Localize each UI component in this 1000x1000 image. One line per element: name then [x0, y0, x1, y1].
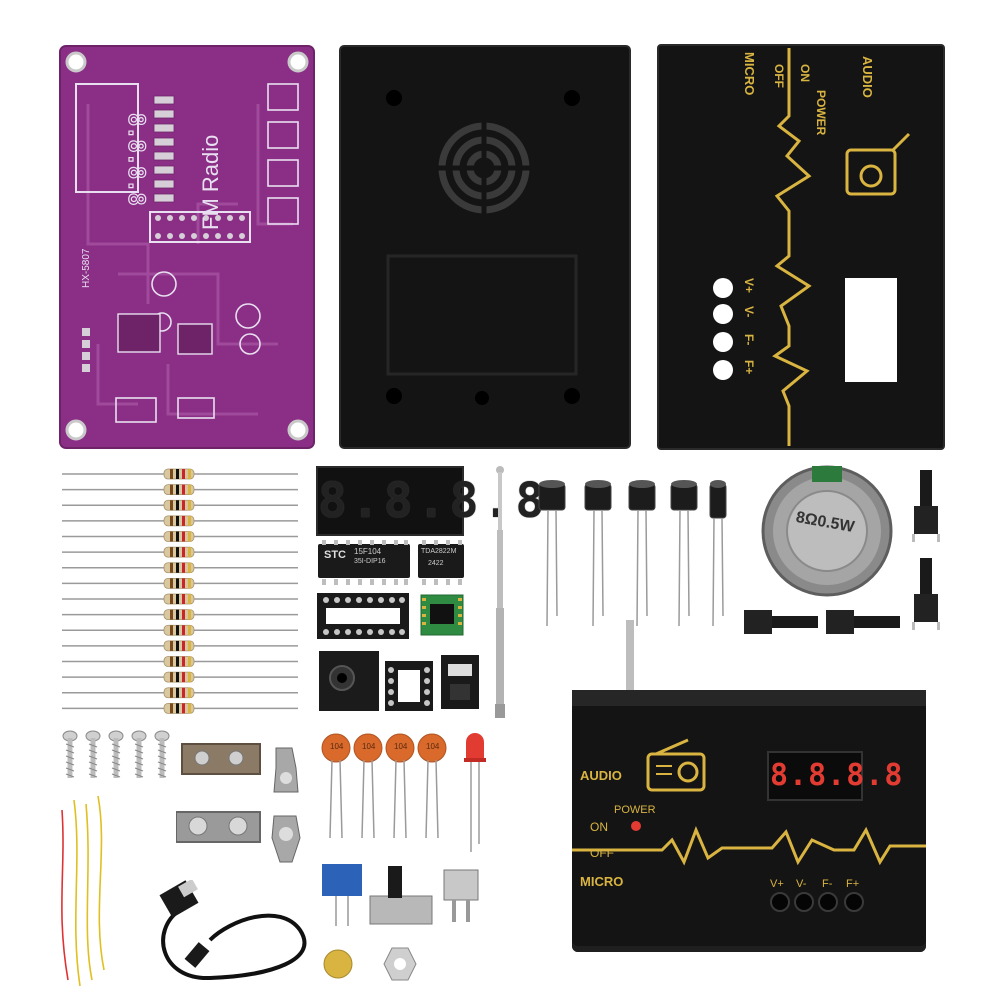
resistor	[62, 468, 298, 480]
assembled-label-off: OFF	[590, 846, 614, 860]
ic-pins	[322, 540, 462, 585]
resistor	[62, 562, 298, 574]
resistor	[62, 640, 298, 652]
svg-text:V-: V-	[742, 306, 756, 317]
resistor	[62, 624, 298, 636]
amp-chip: TDA2822M 2422	[418, 544, 464, 578]
radio-icon	[845, 132, 911, 196]
svg-text:POWER: POWER	[814, 90, 828, 136]
svg-text:V+: V+	[742, 278, 756, 293]
svg-text:F+: F+	[742, 360, 756, 374]
screw	[108, 730, 124, 778]
resistor	[62, 484, 298, 496]
assembled-label-f-plus: F+	[846, 878, 860, 890]
resistor	[62, 577, 298, 589]
amp-chip-line2: 2422	[428, 560, 444, 567]
electrolytic-capacitor	[584, 480, 612, 627]
battery-contacts	[176, 743, 301, 863]
front-label-micro: MICRO	[737, 50, 767, 120]
screw	[85, 730, 101, 778]
electrolytic-capacitors	[538, 480, 727, 627]
front-label-off: OFF	[767, 62, 797, 102]
led-display-module: 8.8.8.8	[316, 466, 549, 536]
telescopic-antenna	[495, 466, 505, 718]
assembled-label-on: ON	[590, 820, 608, 834]
fm-module	[420, 594, 464, 636]
ic-socket	[317, 593, 409, 639]
ceramic-capacitors	[321, 733, 447, 839]
assembled-label-f-minus: F-	[822, 878, 833, 890]
svg-text:AUDIO: AUDIO	[860, 56, 875, 98]
button-holes	[713, 278, 733, 380]
ic-socket-8pin	[385, 661, 433, 711]
resistor	[62, 531, 298, 542]
pcb-board: 8.8.8.8	[59, 45, 315, 449]
resistor	[62, 546, 298, 558]
electrolytic-capacitor	[709, 480, 727, 627]
svg-text:F-: F-	[742, 334, 756, 345]
front-label-audio: AUDIO	[855, 54, 885, 114]
front-label-power: POWER	[809, 88, 839, 158]
svg-text:ON: ON	[798, 64, 812, 82]
resistor-set	[62, 468, 298, 714]
resistor	[62, 609, 298, 621]
mcu-chip: STC 15F104 35I-DIP16	[318, 544, 410, 578]
amp-chip-line1: TDA2822M	[421, 548, 457, 555]
speaker	[761, 465, 893, 597]
display-window	[845, 278, 897, 382]
assembled-label-v-plus: V+	[770, 878, 784, 890]
assembled-label-audio: AUDIO	[580, 768, 622, 783]
svg-text:MICRO: MICRO	[742, 52, 757, 95]
tact-switches-vertical	[912, 470, 940, 630]
assembled-display-digits: 8.8.8.8	[770, 758, 904, 793]
power-led	[631, 821, 641, 831]
screw	[131, 730, 147, 778]
pcb-model: HX-5807	[75, 200, 95, 290]
front-label-buttons: V+ V- F- F+	[739, 278, 763, 388]
svg-text:FM Radio: FM Radio	[198, 135, 223, 230]
electrolytic-capacitor	[628, 480, 656, 627]
resistor	[62, 515, 298, 527]
usb-cable	[159, 880, 307, 981]
heartbeat-line	[772, 48, 812, 446]
electrolytic-capacitor	[670, 480, 698, 627]
assembled-label-micro: MICRO	[580, 874, 624, 889]
resistor	[62, 671, 298, 683]
usb-socket	[441, 655, 479, 709]
mcu-chip-line1: 15F104	[354, 547, 382, 556]
svg-text:8.8.8.8: 8.8.8.8	[123, 113, 148, 206]
assembled-radio: 8.8.8.8 AUDIO POWER ON OFF MICRO V+ V- F…	[572, 690, 926, 952]
screw	[154, 730, 170, 778]
screws	[62, 730, 170, 778]
audio-jack	[319, 651, 379, 711]
case-front-panel: AUDIO POWER ON OFF MICRO V+ V- F- F+	[657, 44, 945, 450]
front-label-on: ON	[793, 62, 823, 102]
assembled-label-v-minus: V-	[796, 878, 807, 890]
led-display-digits: 8.8.8.8	[318, 473, 549, 529]
red-led	[464, 733, 486, 852]
assembled-label-power: POWER	[614, 804, 656, 816]
case-back-panel	[339, 45, 631, 449]
resistor	[62, 687, 298, 699]
tact-switches-horizontal	[744, 610, 900, 634]
assembled-heartbeat-line	[572, 825, 926, 866]
pcb-display-outline	[75, 83, 139, 193]
electrolytic-capacitor	[538, 480, 566, 627]
resistor	[62, 702, 298, 714]
svg-text:OFF: OFF	[772, 64, 786, 88]
resistor	[62, 593, 298, 605]
assembled-radio-icon	[646, 738, 706, 792]
assembled-antenna	[626, 620, 634, 710]
jumper-wires	[61, 795, 105, 987]
svg-text:HX-5807: HX-5807	[81, 248, 92, 288]
pcb-title: FM Radio	[190, 112, 230, 232]
mcu-chip-line2: 35I-DIP16	[354, 558, 386, 565]
small-parts	[322, 864, 479, 981]
screw	[62, 730, 78, 778]
resistor	[62, 656, 298, 667]
resistor	[62, 499, 298, 511]
mcu-chip-brand: STC	[324, 549, 346, 561]
